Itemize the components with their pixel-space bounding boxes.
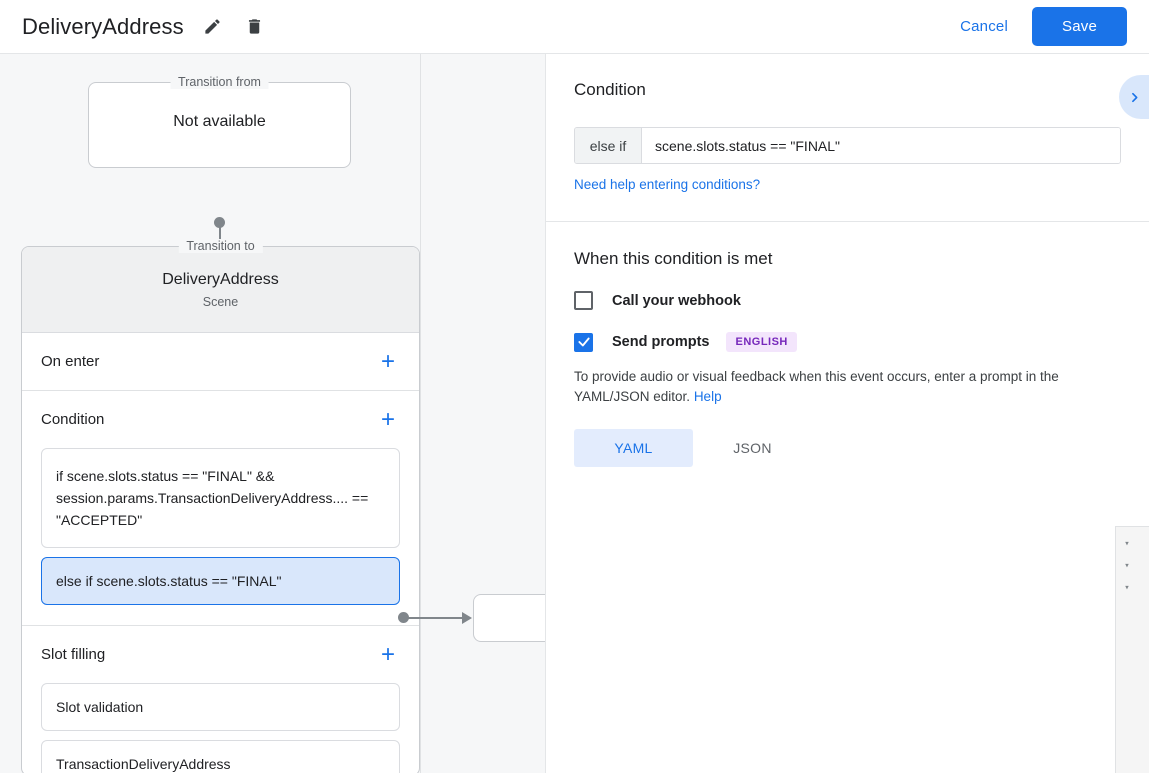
editor-gutter: ▾1▾2▾345 — [1116, 527, 1149, 773]
flow-canvas: Transition from Not available Transition… — [0, 54, 545, 773]
connector-arrowhead-right — [462, 612, 472, 624]
editor-line-number: 4 — [1116, 599, 1149, 621]
section-title-slot-filling: Slot filling — [41, 646, 106, 663]
slot-filling-list: Slot validation TransactionDeliveryAddre… — [41, 683, 400, 773]
language-badge: ENGLISH — [726, 332, 797, 352]
section-on-enter: On enter + — [22, 333, 419, 391]
yaml-editor[interactable]: ▾1▾2▾345 candidates: - first_simple: var… — [1115, 526, 1149, 773]
tab-yaml[interactable]: YAML — [574, 429, 693, 467]
top-bar: DeliveryAddress Cancel Save — [0, 0, 1149, 54]
condition-help-link[interactable]: Need help entering conditions? — [574, 177, 761, 192]
transition-from-title: Not available — [173, 113, 266, 130]
editor-format-tabs: YAML JSON — [574, 429, 1121, 467]
condition-list: if scene.slots.status == "FINAL" && sess… — [41, 448, 400, 625]
trash-icon[interactable] — [242, 14, 268, 40]
send-prompts-label: Send prompts — [612, 334, 710, 350]
call-webhook-checkbox[interactable] — [574, 291, 593, 310]
scene-type: Scene — [202, 294, 239, 309]
chevron-right-icon[interactable] — [1119, 75, 1149, 119]
connector-line-horizontal — [404, 617, 466, 619]
connector-port-condition — [398, 612, 409, 623]
fold-toggle-icon[interactable]: ▾ — [1124, 583, 1130, 593]
condition-operator-label: else if — [575, 128, 642, 163]
scene-header[interactable]: DeliveryAddress Scene — [22, 247, 419, 333]
editor-line-number: ▾1 — [1116, 533, 1149, 555]
send-prompts-row: Send prompts ENGLISH — [574, 332, 1121, 352]
editor-line-number: 5 — [1116, 621, 1149, 643]
call-webhook-label: Call your webhook — [612, 292, 741, 309]
add-condition-button[interactable]: + — [380, 405, 395, 433]
transition-to-node: Transition to DeliveryAddress Scene On e… — [21, 239, 420, 773]
prompts-note: To provide audio or visual feedback when… — [574, 367, 1121, 407]
webhook-row: Call your webhook — [574, 291, 1121, 310]
save-button[interactable]: Save — [1032, 7, 1127, 46]
condition-chip-selected[interactable]: else if scene.slots.status == "FINAL" — [41, 557, 400, 605]
section-title-on-enter: On enter — [41, 353, 100, 370]
connector-port-from — [214, 217, 225, 228]
line-number: 2 — [1138, 559, 1149, 574]
transition-to-legend: Transition to — [178, 239, 263, 253]
page-title: DeliveryAddress — [22, 13, 184, 39]
condition-expression-row: else if — [574, 127, 1121, 164]
line-number: 4 — [1138, 603, 1149, 618]
send-prompts-checkbox[interactable] — [574, 332, 593, 352]
line-number: 5 — [1138, 625, 1149, 640]
editor-line-number: ▾3 — [1116, 577, 1149, 599]
section-title-condition: Condition — [41, 411, 105, 428]
section-header: Condition + — [41, 391, 400, 448]
pencil-icon[interactable] — [200, 14, 226, 40]
add-slot-filling-button[interactable]: + — [380, 640, 395, 668]
prompts-help-link[interactable]: Help — [693, 389, 722, 404]
canvas-divider — [420, 54, 421, 773]
condition-chip[interactable]: if scene.slots.status == "FINAL" && sess… — [41, 448, 400, 548]
fold-toggle-icon[interactable]: ▾ — [1124, 539, 1130, 549]
line-number: 1 — [1138, 537, 1149, 552]
when-met-title: When this condition is met — [574, 249, 773, 268]
condition-section: Condition else if Need help entering con… — [546, 54, 1149, 222]
line-number: 3 — [1138, 581, 1149, 596]
panel-title: Condition — [574, 80, 646, 99]
transition-from-legend: Transition from — [170, 75, 269, 89]
slot-validation-chip[interactable]: Slot validation — [41, 683, 400, 731]
section-header: On enter + — [41, 333, 400, 390]
target-node-stub[interactable] — [473, 594, 545, 642]
prompts-note-text: To provide audio or visual feedback when… — [574, 369, 1059, 404]
section-header: Slot filling + — [41, 626, 400, 683]
editor-line-number: ▾2 — [1116, 555, 1149, 577]
tab-json[interactable]: JSON — [733, 440, 772, 456]
add-on-enter-button[interactable]: + — [380, 347, 395, 375]
section-condition: Condition + if scene.slots.status == "FI… — [22, 391, 419, 626]
transition-from-node[interactable]: Transition from Not available — [88, 75, 351, 168]
when-condition-met-section: When this condition is met Call your web… — [546, 222, 1149, 467]
condition-expression-input[interactable] — [642, 128, 1120, 163]
section-slot-filling: Slot filling + Slot validation Transacti… — [22, 626, 419, 773]
condition-detail-panel: Condition else if Need help entering con… — [545, 54, 1149, 773]
cancel-button[interactable]: Cancel — [946, 10, 1022, 43]
scene-name: DeliveryAddress — [162, 270, 279, 288]
slot-chip[interactable]: TransactionDeliveryAddress — [41, 740, 400, 773]
fold-toggle-icon[interactable]: ▾ — [1124, 561, 1130, 571]
